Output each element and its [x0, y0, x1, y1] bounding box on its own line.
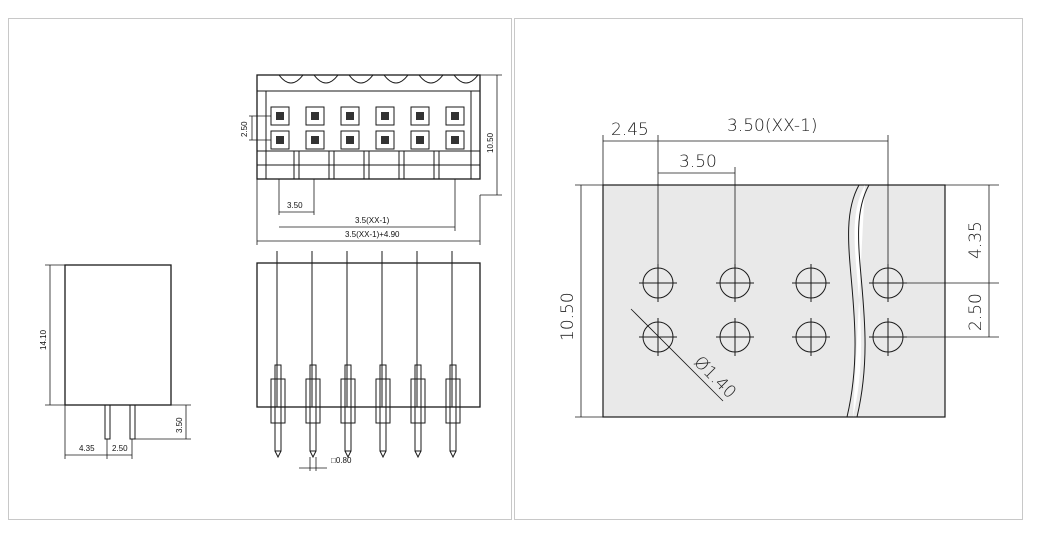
pcb-dim-edge: 2.45: [611, 120, 649, 140]
pcb-dim-row: 2.50: [966, 293, 986, 331]
top-view: 2.50 10.50 3.50 3.5(XX-1) 3.5(XX-1)+4.90: [240, 74, 502, 245]
left-drawing-svg: 2.50 10.50 3.50 3.5(XX-1) 3.5(XX-1)+4.90…: [39, 74, 502, 471]
side-view-body: [64, 264, 172, 406]
side-dim-pin-spacing: 2.50: [112, 444, 128, 453]
pcb-layout-svg: 2.45 3.50(XX-1) 3.50 10.50 4.35 2.50 Ø1.…: [558, 116, 999, 423]
front-view-body: [256, 262, 481, 408]
top-dim-height: 10.50: [486, 132, 495, 153]
front-dim-pin: □0.80: [331, 456, 352, 465]
left-drawing-panel: 2.50 10.50 3.50 3.5(XX-1) 3.5(XX-1)+4.90…: [8, 18, 512, 520]
top-dim-total: 3.5(XX-1)+4.90: [345, 230, 400, 239]
side-dim-offset: 4.35: [79, 444, 95, 453]
side-dim-pin-length: 3.50: [175, 417, 184, 433]
pcb-dim-pitch: 3.50: [679, 152, 717, 172]
pcb-board: [602, 184, 946, 418]
front-view: □0.80: [256, 251, 481, 471]
pcb-layout: 2.45 3.50(XX-1) 3.50 10.50 4.35 2.50 Ø1.…: [558, 116, 999, 423]
top-dim-row: 2.50: [240, 121, 249, 137]
right-drawing-panel: 2.45 3.50(XX-1) 3.50 10.50 4.35 2.50 Ø1.…: [514, 18, 1023, 520]
pcb-dim-height: 10.50: [558, 292, 578, 341]
pcb-dim-top: 4.35: [966, 221, 986, 259]
pcb-dim-span: 3.50(XX-1): [727, 116, 818, 136]
top-dim-span: 3.5(XX-1): [355, 216, 390, 225]
top-dim-pitch: 3.50: [287, 201, 303, 210]
hole-row-2: [639, 318, 907, 356]
side-dim-height: 14.10: [39, 329, 48, 350]
side-view: 14.10 3.50 4.35 2.50: [39, 264, 191, 459]
